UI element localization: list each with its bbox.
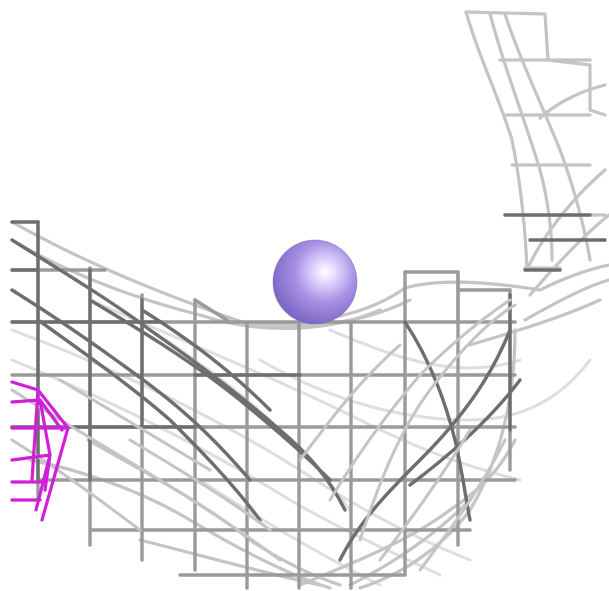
- mesh-diagonal-layer: [10, 298, 517, 572]
- ligand-fragment[interactable]: [10, 380, 70, 522]
- mesh-front-layer: [10, 213, 607, 562]
- ion-sphere[interactable]: [272, 239, 358, 325]
